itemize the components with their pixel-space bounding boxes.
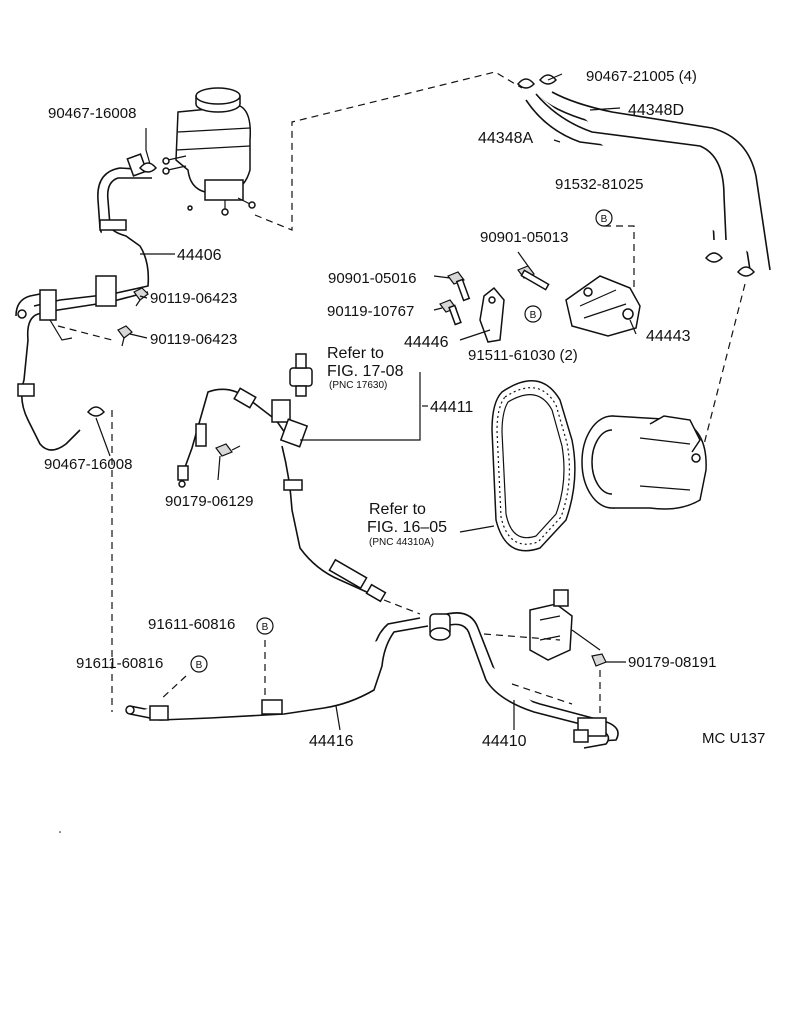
- bolt-icon: [117, 325, 133, 347]
- label-90179-06129: 90179-06129: [165, 493, 253, 510]
- bolt-marker-b-4: B: [190, 655, 208, 673]
- label-91511-61030: 91511-61030 (2): [468, 347, 578, 364]
- label-90467-21005: 90467-21005 (4): [586, 68, 697, 85]
- pressure-tube-44410: [429, 612, 619, 749]
- bolt-marker-b-1: B: [595, 209, 613, 227]
- bolt-icon: [133, 287, 149, 307]
- nut-icon: [591, 653, 607, 667]
- label-44446: 44446: [404, 334, 449, 351]
- label-90467-16008-top: 90467-16008: [48, 105, 136, 122]
- clamp-icon: [138, 162, 158, 173]
- label-90901-05013: 90901-05013: [480, 229, 568, 246]
- hose-assembly-44406: [15, 153, 153, 451]
- bolt-marker-b-3: B: [256, 617, 274, 635]
- label-44348A: 44348A: [478, 130, 533, 147]
- bolt-icon: [215, 443, 241, 457]
- pressure-switch-icon: [289, 353, 313, 397]
- pressure-hose-44411: [177, 387, 387, 603]
- label-90179-08191: 90179-08191: [628, 654, 716, 671]
- bolt-icon: [447, 271, 471, 302]
- svg-text:B: B: [262, 622, 269, 633]
- hoses-44348: [525, 91, 771, 271]
- label-91611-60816-b: 91611-60816: [76, 655, 163, 672]
- label-44443: 44443: [646, 328, 691, 345]
- svg-text:FIG. 16–05: FIG. 16–05: [367, 519, 447, 536]
- label-44416: 44416: [309, 733, 354, 750]
- label-90119-06423-a: 90119-06423: [150, 290, 237, 307]
- label-90119-06423-b: 90119-06423: [150, 331, 237, 348]
- svg-text:Refer to: Refer to: [327, 345, 384, 362]
- catalog-code: MC U137: [702, 730, 765, 747]
- label-91532-81025: 91532-81025: [555, 176, 643, 193]
- svg-text:(PNC 17630): (PNC 17630): [329, 380, 387, 391]
- label-91611-60816-a: 91611-60816: [148, 616, 235, 633]
- bolt-icon: [439, 299, 462, 326]
- drive-belt: [491, 379, 576, 552]
- label-44348D: 44348D: [628, 102, 684, 119]
- clamp-icon: [704, 252, 724, 263]
- reservoir-tank: [162, 87, 256, 216]
- clamp-icon: [516, 78, 536, 89]
- return-tube-44416: [125, 617, 429, 721]
- svg-text:B: B: [196, 660, 203, 671]
- svg-text:B: B: [601, 214, 608, 225]
- svg-text:B: B: [530, 310, 537, 321]
- label-44406: 44406: [177, 247, 222, 264]
- power-steering-pump: [581, 415, 707, 510]
- bracket-44446: [479, 286, 505, 343]
- clamp-icon: [86, 406, 106, 417]
- steering-gear: [529, 589, 601, 661]
- label-44410: 44410: [482, 733, 527, 750]
- speck: [59, 831, 61, 833]
- reference-note-fig-16-05: Refer to FIG. 16–05 (PNC 44310A): [367, 501, 447, 548]
- svg-text:Refer to: Refer to: [369, 501, 426, 518]
- bolt-icon: [517, 265, 550, 291]
- bolt-marker-b-2: B: [524, 305, 542, 323]
- label-90119-10767: 90119-10767: [327, 303, 414, 320]
- label-90901-05016: 90901-05016: [328, 270, 416, 287]
- svg-text:FIG. 17-08: FIG. 17-08: [327, 363, 404, 380]
- label-44411: 44411: [430, 399, 473, 416]
- svg-text:(PNC 44310A): (PNC 44310A): [369, 537, 434, 548]
- label-90467-16008-bottom: 90467-16008: [44, 456, 132, 473]
- clamp-icon: [736, 266, 756, 277]
- bracket-44443: [565, 275, 641, 337]
- reference-note-fig-17-08: Refer to FIG. 17-08 (PNC 17630): [327, 345, 404, 391]
